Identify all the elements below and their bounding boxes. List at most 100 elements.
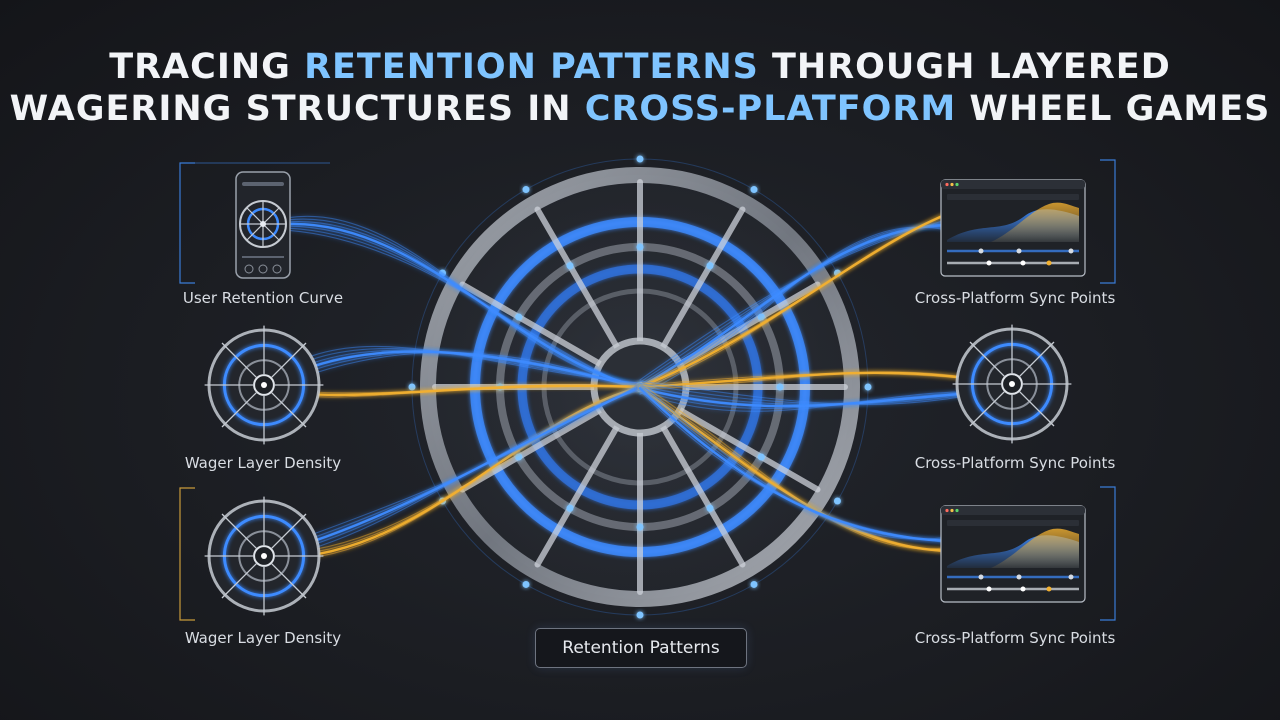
dashboard-slider-knob (1068, 248, 1074, 254)
wheel-node-dot (757, 453, 765, 461)
wheel-spoke (676, 407, 821, 493)
window-max-dot (955, 508, 959, 513)
wheel-node-dot (636, 611, 644, 619)
page-title: TRACING RETENTION PATTERNS THROUGH LAYER… (0, 46, 1280, 130)
phone-button-3 (272, 264, 282, 274)
wheel-node-dot (636, 155, 644, 163)
window-close-dot (945, 182, 949, 187)
dashboard-slider-knob (986, 586, 992, 592)
phone-button-1 (244, 264, 254, 274)
frame-right-top (1100, 159, 1116, 284)
wheel-spoke (534, 206, 620, 351)
mini-wheel-icons (204, 324, 1072, 616)
phone-slider (242, 256, 284, 258)
wheel-node-dot (750, 186, 758, 194)
title-line-2: WAGERING STRUCTURES IN CROSS-PLATFORM WH… (9, 89, 1271, 129)
frame-left-top (179, 162, 195, 284)
flow-line-gold (639, 389, 946, 553)
wheel-node-dot (864, 383, 872, 391)
mini-wheel-spoke (271, 513, 307, 549)
wheel-node-dot (750, 580, 758, 588)
label-wager-layer-density-middle: Wager Layer Density (184, 454, 342, 472)
wheel-spoke (534, 423, 620, 568)
dashboard-titlebar (941, 506, 1085, 515)
label-sync-points-bottom: Cross-Platform Sync Points (914, 629, 1116, 647)
mini-wheel-spoke (271, 392, 307, 428)
mini-wheel-center (261, 553, 267, 559)
wheel-spoke (660, 423, 746, 568)
mini-wheel-spoke (221, 342, 257, 378)
mini-wheel-spoke (221, 392, 257, 428)
label-wager-layer-density-bottom: Wager Layer Density (184, 629, 342, 647)
dashboard-slider-knob (1020, 586, 1026, 592)
wheel-node-dot (706, 504, 714, 512)
mini-wheel-spoke (1019, 341, 1055, 377)
mini-wheel-icon (204, 496, 324, 616)
dashboard-slider-knob (1016, 574, 1022, 580)
mini-wheel-center (261, 382, 267, 388)
window-min-dot (950, 182, 954, 187)
phone-wheel-hub (260, 221, 266, 227)
dashboard-window-icon (940, 505, 1086, 603)
dashboard-window-icon (940, 179, 1086, 277)
dashboard-slider-knob-gold (1046, 586, 1052, 592)
dashboard-slider-knob (978, 574, 984, 580)
dashboard-toolbar (947, 520, 1079, 526)
panel-frames (179, 159, 1116, 621)
dashboard-area-gold (991, 528, 1079, 568)
wheel-node-dot (566, 262, 574, 270)
wheel-spoke (459, 407, 604, 493)
wheel-node-dot (706, 262, 714, 270)
flow-lines (266, 213, 1014, 561)
mini-wheel-icon (952, 324, 1072, 444)
window-min-dot (950, 508, 954, 513)
title-highlight-2: CROSS-PLATFORM (584, 89, 957, 129)
dashboard-window-icons (940, 179, 1086, 603)
wheel-node-dot (515, 313, 523, 321)
mini-wheel-spoke (969, 341, 1005, 377)
mini-wheel-spoke (969, 391, 1005, 427)
mini-wheel-spoke (221, 563, 257, 599)
title-line-1: TRACING RETENTION PATTERNS THROUGH LAYER… (109, 47, 1171, 87)
dashboard-slider-knob (1016, 248, 1022, 254)
title-highlight-1: RETENTION PATTERNS (304, 47, 759, 87)
wheel-node-dot (566, 504, 574, 512)
flow-line-blue (287, 229, 641, 392)
mini-wheel-spoke (221, 513, 257, 549)
wheel-node-dot (522, 580, 530, 588)
wheel-node-dot (522, 186, 530, 194)
flow-line-gold (639, 215, 946, 390)
wheel-node-dot (408, 383, 416, 391)
flow-line-gold (267, 388, 641, 561)
dashboard-slider-knob-gold (1046, 260, 1052, 266)
wheel-spoke (459, 281, 604, 367)
mini-wheel-spoke (271, 342, 307, 378)
label-sync-points-middle: Cross-Platform Sync Points (914, 454, 1116, 472)
label-sync-points-top: Cross-Platform Sync Points (914, 289, 1116, 307)
dashboard-slider-knob (1068, 574, 1074, 580)
wheel-node-dot (776, 383, 784, 391)
wheel-node-dot (636, 243, 644, 251)
flow-line-blue (639, 390, 946, 543)
dashboard-titlebar (941, 180, 1085, 189)
wheel-node-dot (757, 313, 765, 321)
label-user-retention-curve: User Retention Curve (182, 289, 344, 307)
mini-wheel-spoke (1019, 391, 1055, 427)
mini-wheel-center (1009, 381, 1015, 387)
dashboard-area-gold (991, 202, 1079, 242)
dashboard-toolbar (947, 194, 1079, 200)
phone-button-2 (258, 264, 268, 274)
center-label-badge: Retention Patterns (535, 628, 747, 668)
window-max-dot (955, 182, 959, 187)
phone-icon (235, 171, 291, 279)
phone-status-bar (242, 182, 284, 186)
wheel-node-dot (636, 523, 644, 531)
flow-line-blue (267, 389, 641, 561)
frame-left-bottom (179, 487, 195, 621)
wheel-node-dot (515, 453, 523, 461)
frame-right-bottom (1100, 486, 1116, 621)
window-close-dot (945, 508, 949, 513)
mini-wheel-spoke (271, 563, 307, 599)
dashboard-slider-knob (986, 260, 992, 266)
